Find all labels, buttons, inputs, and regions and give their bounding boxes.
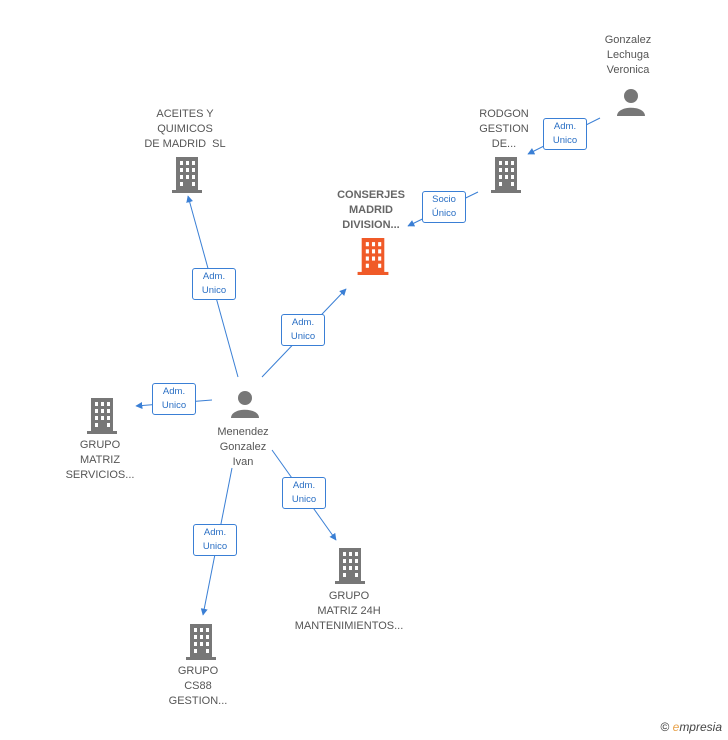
node-label-menendez[interactable]: Menendez Gonzalez Ivan [193,425,293,470]
edge-label-line: Adm. [202,271,226,282]
label-line: DE MADRID SL [144,138,226,150]
label-line: GESTION... [168,695,228,707]
node-label-grupo-cs88[interactable]: GRUPO CS88 GESTION... [148,664,248,709]
label-line: DE... [491,138,517,150]
edge-label-line: Unico [291,494,317,505]
node-label-grupo-matriz-24h[interactable]: GRUPO MATRIZ 24H MANTENIMIENTOS... [284,589,414,634]
label-line: GRUPO [79,439,121,451]
edge-label-line: Unico [201,285,227,296]
building-icon[interactable] [335,548,365,584]
label-line: GESTION [479,123,529,135]
label-line: Lechuga [606,49,650,61]
node-label-aceites[interactable]: ACEITES Y QUIMICOS DE MADRID SL [125,107,245,152]
edge-label-line: Adm. [162,386,186,397]
edge-label-menendez-cs88: Adm. Unico [193,524,237,556]
label-line: CONSERJES [337,189,405,201]
edge-label-menendez-aceites: Adm. Unico [192,268,236,300]
brand-initial: e [672,720,680,734]
building-icon[interactable] [172,157,202,193]
label-line: Gonzalez [219,441,267,453]
footer-brand[interactable]: © empresia [660,720,722,734]
person-icon[interactable] [229,389,261,419]
label-line: MATRIZ [79,454,121,466]
label-line: Veronica [606,64,650,76]
edge-label-line: Socio [432,194,456,205]
label-line: Ivan [232,456,254,468]
node-label-gonzalez[interactable]: Gonzalez Lechuga Veronica [578,33,678,78]
edge-label-line: Adm. [203,527,227,538]
label-line: QUIMICOS [157,123,213,135]
label-line: MANTENIMIENTOS... [294,620,404,632]
person-icon[interactable] [615,87,647,117]
node-label-conserjes[interactable]: CONSERJES MADRID DIVISION... [316,188,426,233]
label-line: ACEITES Y [156,108,214,120]
label-line: Menendez [217,426,269,438]
edge-label-line: Único [431,208,457,219]
edge-label-line: Unico [552,135,578,146]
label-line: CS88 [184,680,212,692]
edge-label-line: Adm. [291,317,315,328]
edge-label-menendez-conserjes: Adm. Unico [281,314,325,346]
label-line: MADRID [349,204,393,216]
label-line: SERVICIOS... [65,469,135,481]
edge-label-line: Adm. [292,480,316,491]
label-line: GRUPO [328,590,370,602]
label-line: DIVISION... [342,219,400,231]
edge-label-gonzalez-rodgon: Adm. Unico [543,118,587,150]
edge-label-menendez-servicios: Adm. Unico [152,383,196,415]
edge-label-line: Unico [290,331,316,342]
edge-label-line: Adm. [553,121,577,132]
building-icon[interactable] [186,624,216,660]
node-label-rodgon[interactable]: RODGON GESTION DE... [454,107,554,152]
copyright-icon: © [660,720,670,734]
edge-label-line: Unico [161,400,187,411]
edge-label-rodgon-conserjes: Socio Único [422,191,466,223]
building-icon[interactable] [491,157,521,193]
building-icon[interactable] [87,398,117,434]
node-label-grupo-matriz-servicios[interactable]: GRUPO MATRIZ SERVICIOS... [50,438,150,483]
label-line: Gonzalez [604,34,652,46]
label-line: MATRIZ 24H [317,605,381,617]
brand-name: mpresia [679,720,722,734]
building-icon-focus[interactable] [357,238,389,275]
label-line: GRUPO [177,665,219,677]
label-line: RODGON [479,108,529,120]
edge-label-line: Unico [202,541,228,552]
edge-label-menendez-24h: Adm. Unico [282,477,326,509]
